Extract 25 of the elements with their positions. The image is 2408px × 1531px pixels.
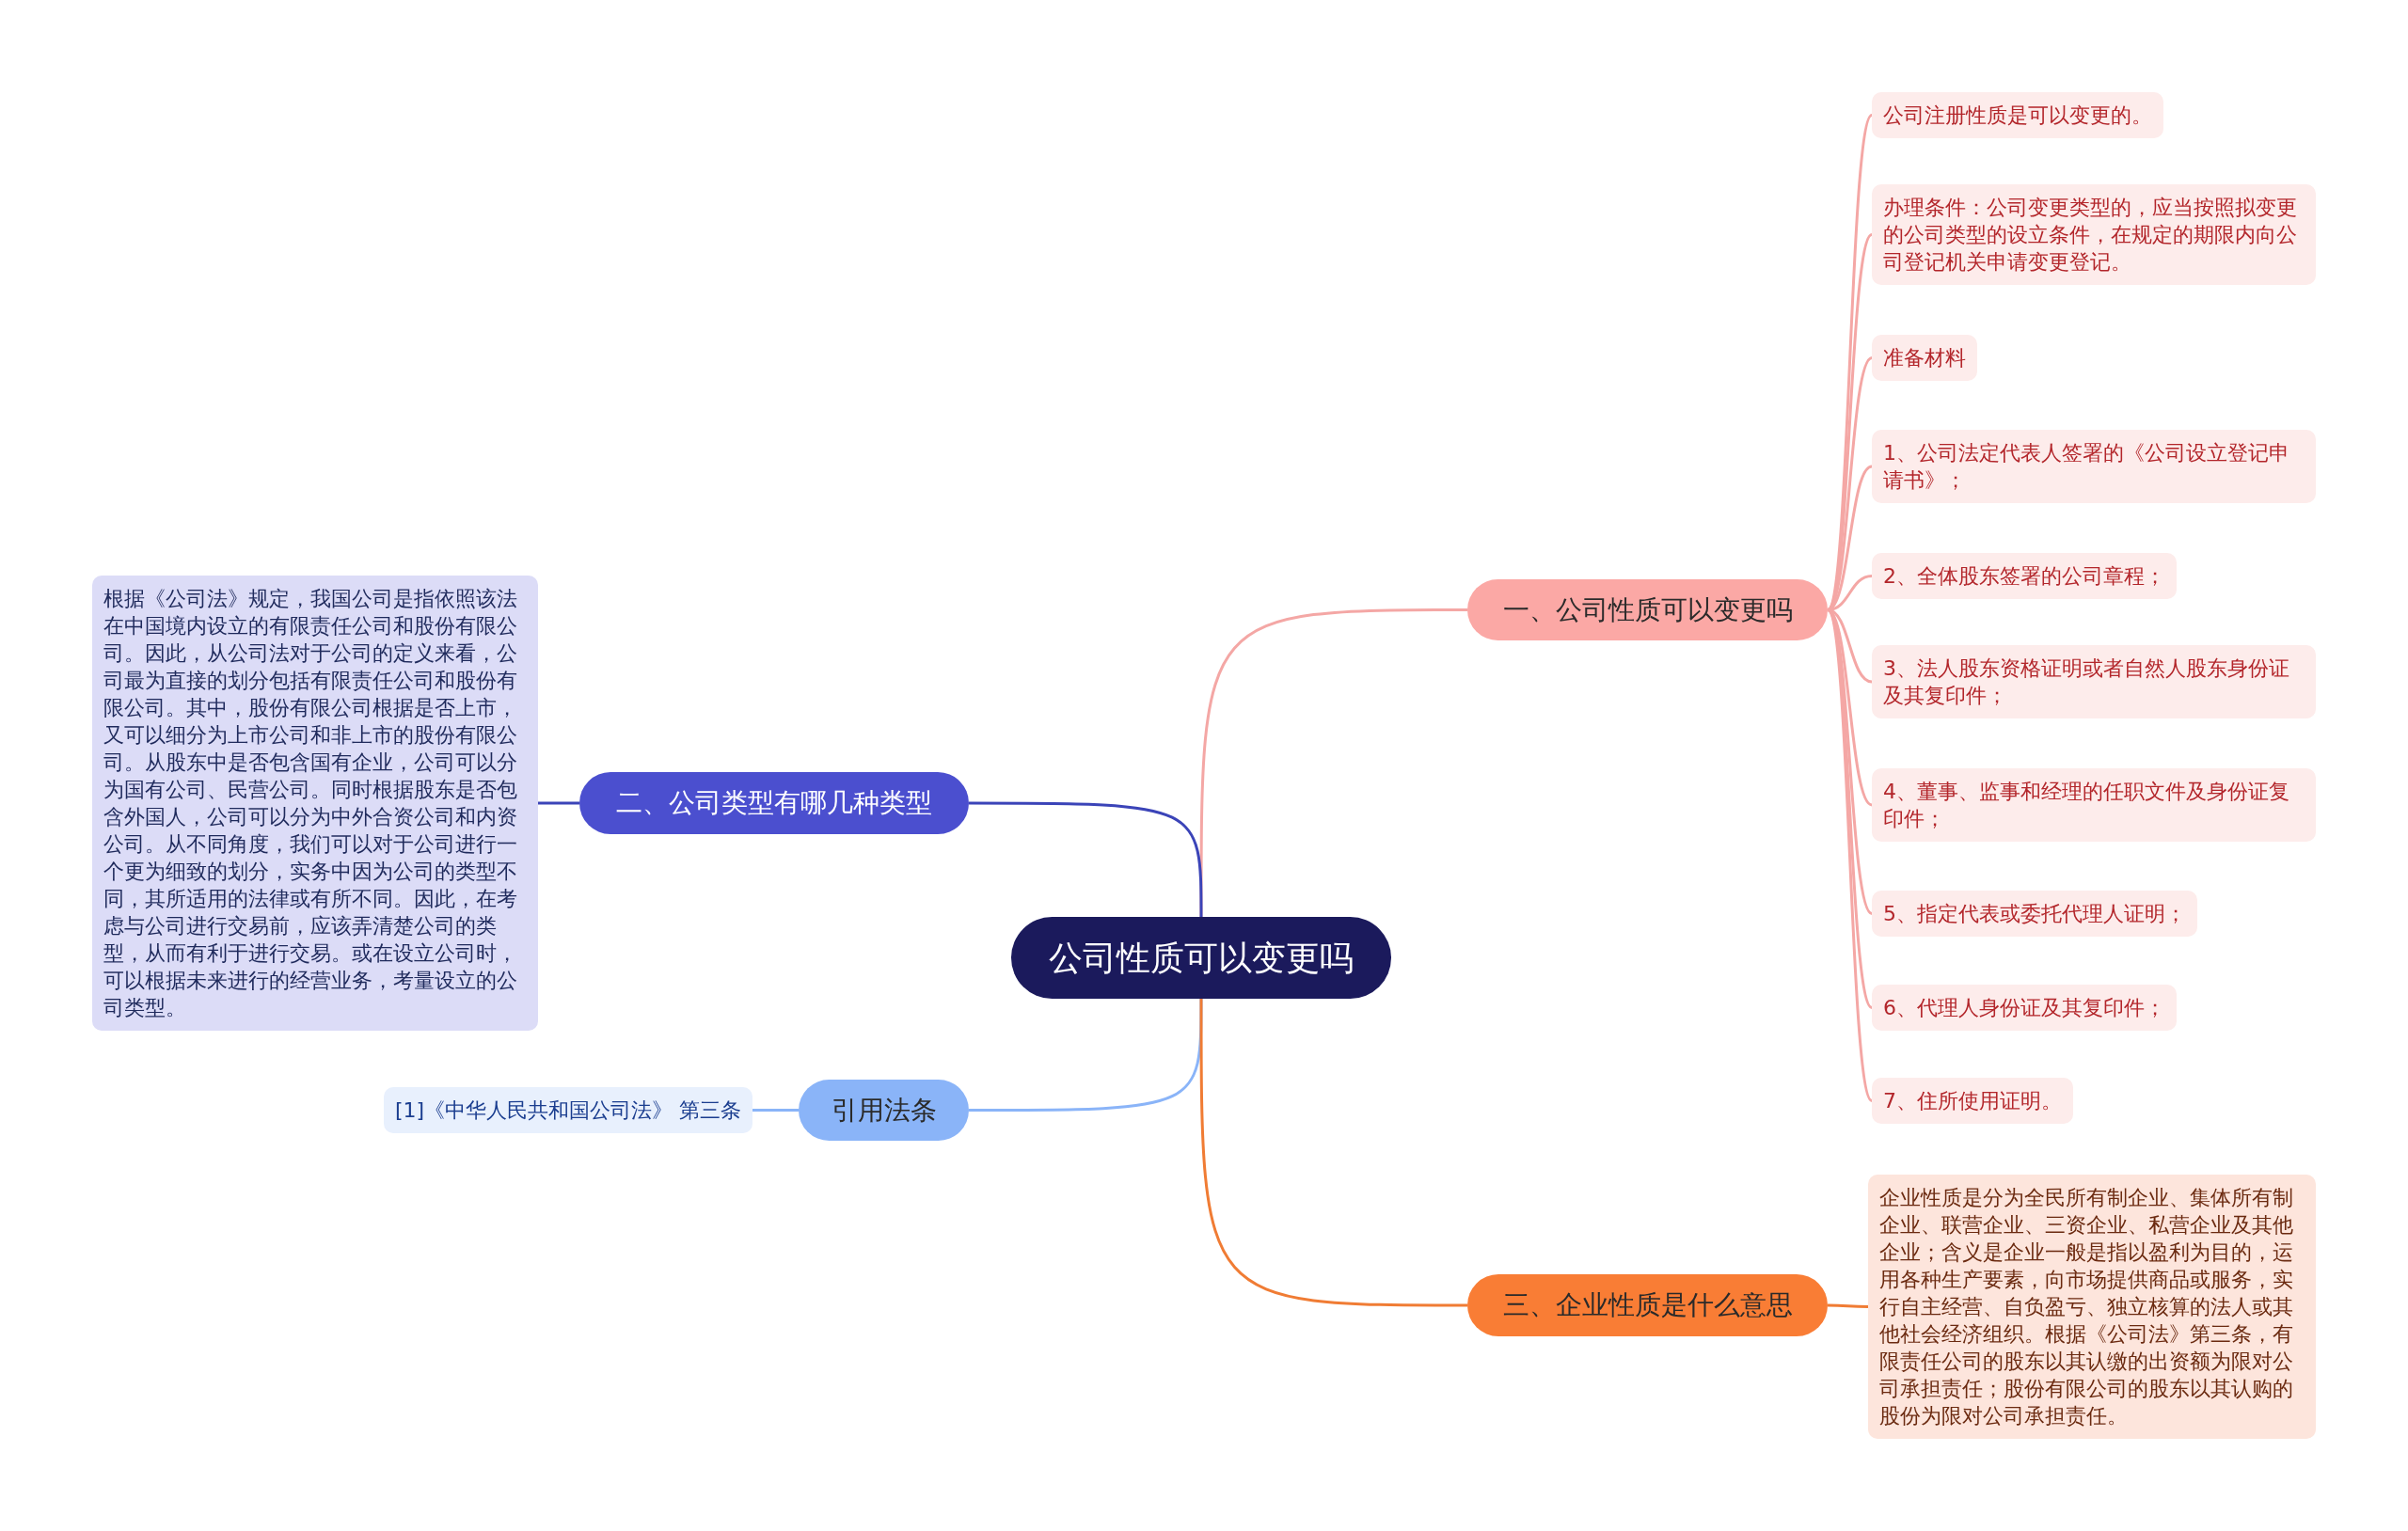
text-box: 企业性质是分为全民所有制企业、集体所有制企业、联营企业、三资企业、私营企业及其他企业；含义是企业一般是指以盈利为目的，运用各种生产要素，向市场提供商品或服务，实行自主经营、自负盈亏、独立核算的法人或其他社会经济组织。根据《公司法》第三条，有限责任公司的股东以其认缴的出资额为限对公司承担责任；股份有限公司的股东以其认购的股份为限对公司承担责任。 [1868, 1175, 2316, 1439]
topic-box: 6、代理人身份证及其复印件； [1872, 985, 2177, 1031]
branch-topic: 一、公司性质可以变更吗 [1467, 579, 1828, 640]
topic-box: 2、全体股东签署的公司章程； [1872, 553, 2177, 599]
branch-topic: 二、公司类型有哪几种类型 [579, 772, 969, 834]
connector-line [1199, 999, 1467, 1307]
connector-line [969, 801, 1203, 917]
connector-line [752, 1109, 799, 1112]
topic-box: 1、公司法定代表人签署的《公司设立登记申请书》； [1872, 430, 2316, 503]
citation-box: [1]《中华人民共和国公司法》 第三条 [384, 1087, 753, 1133]
connector-line [1199, 608, 1467, 917]
topic-box: 3、法人股东资格证明或者自然人股东身份证及其复印件； [1872, 645, 2316, 718]
topic-box: 公司注册性质是可以变更的。 [1872, 92, 2163, 138]
branch-topic: 三、企业性质是什么意思 [1467, 1274, 1828, 1336]
topic-box: 7、住所使用证明。 [1872, 1078, 2073, 1124]
topic-box: 准备材料 [1872, 335, 1977, 381]
text-box: 根据《公司法》规定，我国公司是指依照该法在中国境内设立的有限责任公司和股份有限公司。因此，从公司法对于公司的定义来看，公司最为直接的划分包括有限责任公司和股份有限公司。其中，股份有限公司根据是否上市，又可以细分为上市公司和非上市的股份有限公司。从股东中是否包含国有企业，公司可以分为国有公司、民营公司。同时根据股东是否包含外国人，公司可以分为中外合资公司和内资公司。从不同角度，我们可以对于公司进行一个更为细致的划分，实务中因为公司的类型不同，其所适用的法律或有所不同。因此，在考虑与公司进行交易前，应该弄清楚公司的类型，从而有利于进行交易。或在设立公司时，可以根据未来进行的经营业务，考量设立的公司类型。 [92, 576, 538, 1031]
topic-box: 办理条件：公司变更类型的，应当按照拟变更的公司类型的设立条件，在规定的期限内向公司登记机关申请变更登记。 [1872, 184, 2316, 285]
connector-line [538, 801, 579, 805]
connector-line [969, 999, 1203, 1112]
central-topic: 公司性质可以变更吗 [1011, 917, 1391, 999]
topic-box: 5、指定代表或委托代理人证明； [1872, 891, 2197, 937]
branch-topic: 引用法条 [799, 1080, 969, 1141]
connector-line [1828, 1303, 1868, 1308]
topic-box: 4、董事、监事和经理的任职文件及身份证复印件； [1872, 768, 2316, 842]
